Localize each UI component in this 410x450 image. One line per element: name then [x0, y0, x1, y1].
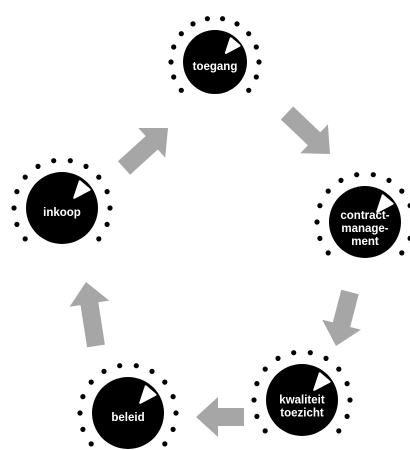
dial-tick-dot	[104, 189, 110, 195]
dial-tick-dot	[246, 87, 252, 93]
dial-tick-dot	[170, 394, 176, 400]
dial-label: kwaliteit	[279, 395, 325, 407]
dial-tick-dot	[246, 31, 252, 37]
dial-tick-dot	[107, 205, 113, 211]
dial-label: toezicht	[280, 408, 324, 420]
dial-inkoop: inkoop	[11, 158, 113, 244]
arrow-inkoop-to-toegang-icon	[117, 128, 168, 175]
dial-tick-dot	[168, 59, 174, 65]
dial-tick-dot	[338, 177, 344, 183]
dial-tick-dot	[256, 59, 262, 65]
dial-tick-dot	[262, 428, 268, 434]
dial-tick-dot	[354, 172, 360, 178]
dial-tick-dot	[307, 350, 313, 356]
dial-tick-dot	[234, 21, 240, 27]
dial-tick-dot	[170, 426, 176, 432]
dial-tick-dot	[133, 363, 139, 369]
dial-tick-dot	[80, 394, 86, 400]
dial-tick-dot	[22, 236, 28, 242]
dial-tick-dot	[407, 203, 410, 209]
dial-tick-dot	[262, 366, 268, 372]
dial-tick-dot	[162, 441, 168, 447]
dial-tick-dot	[317, 203, 323, 209]
dial-tick-dot	[22, 174, 28, 180]
dial-label: ment	[351, 236, 379, 248]
dial-beleid: beleid	[77, 363, 179, 449]
dial-label: toegang	[193, 61, 238, 73]
dial-pointer-icon	[376, 194, 394, 213]
dial-tick-dot	[96, 174, 102, 180]
dial-tick-dot	[254, 413, 260, 419]
dial-contractmanagement: contract-manage-ment	[314, 172, 410, 258]
dial-tick-dot	[399, 250, 405, 256]
dial-tick-dot	[35, 163, 41, 169]
dial-pointer-icon	[73, 180, 91, 199]
dial-tick-dot	[80, 426, 86, 432]
dial-tick-dot	[190, 21, 196, 27]
dial-tick-dot	[88, 379, 94, 385]
dial-toegang: toegang	[168, 16, 262, 94]
dial-tick-dot	[254, 381, 260, 387]
dial-tick-dot	[344, 413, 350, 419]
dial-tick-dot	[173, 410, 179, 416]
arrow-toegang-to-contract-icon	[280, 106, 330, 154]
dial-tick-dot	[104, 221, 110, 227]
dial-tick-dot	[347, 397, 353, 403]
dial-tick-dot	[291, 350, 297, 356]
dial-tick-dot	[314, 219, 320, 225]
dial-tick-dot	[83, 163, 89, 169]
dial-pointer-icon	[224, 37, 241, 54]
dial-tick-dot	[386, 177, 392, 183]
arrow-contract-to-kwaliteit-icon	[322, 289, 361, 346]
arrow-beleid-to-inkoop-icon	[69, 282, 110, 348]
dial-tick-dot	[325, 188, 331, 194]
dial-tick-dot	[323, 355, 329, 361]
dial-tick-dot	[178, 31, 184, 37]
dial-tick-dot	[253, 44, 259, 50]
dial-tick-dot	[101, 368, 107, 374]
dial-tick-dot	[171, 74, 177, 80]
dial-tick-dot	[88, 441, 94, 447]
dial-tick-dot	[344, 381, 350, 387]
dial-label: beleid	[111, 412, 144, 424]
dial-tick-dot	[51, 158, 57, 164]
dial-tick-dot	[162, 379, 168, 385]
dial-label: manage-	[341, 223, 388, 235]
dial-tick-dot	[336, 428, 342, 434]
dial-tick-dot	[171, 44, 177, 50]
dial-tick-dot	[407, 235, 410, 241]
arrow-kwaliteit-to-beleid-icon	[196, 397, 244, 437]
dial-tick-dot	[220, 16, 226, 22]
dial-tick-dot	[204, 16, 210, 22]
dial-tick-dot	[370, 172, 376, 178]
dial-pointer-icon	[139, 385, 157, 404]
dial-label: inkoop	[43, 207, 81, 219]
dial-tick-dot	[14, 189, 20, 195]
dial-tick-dot	[317, 235, 323, 241]
dial-tick-dot	[11, 205, 17, 211]
dial-label: contract-	[340, 210, 389, 222]
dial-tick-dot	[14, 221, 20, 227]
dial-tick-dot	[149, 368, 155, 374]
dial-tick-dot	[325, 250, 331, 256]
dial-tick-dot	[399, 188, 405, 194]
dial-pointer-icon	[313, 372, 331, 391]
dial-tick-dot	[96, 236, 102, 242]
dial-tick-dot	[336, 366, 342, 372]
dial-tick-dot	[117, 363, 123, 369]
dial-tick-dot	[67, 158, 73, 164]
dial-tick-dot	[178, 87, 184, 93]
dial-tick-dot	[275, 355, 281, 361]
dial-tick-dot	[251, 397, 257, 403]
dial-tick-dot	[77, 410, 83, 416]
dial-tick-dot	[253, 74, 259, 80]
